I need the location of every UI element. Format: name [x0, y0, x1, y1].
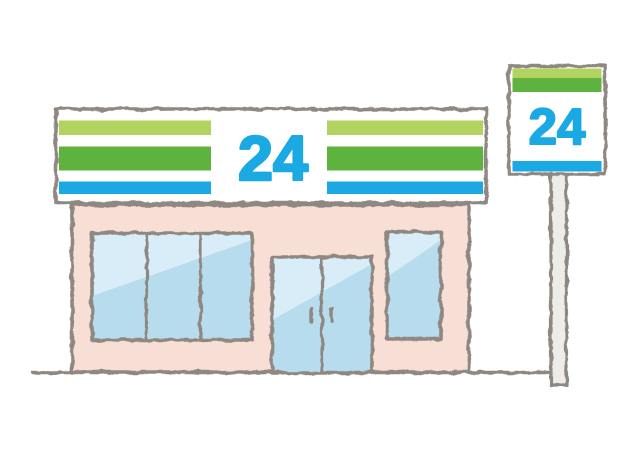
- awning-stripe-blue: [327, 181, 483, 194]
- pole-sign-label: 24: [529, 98, 586, 155]
- window-frame: [90, 231, 254, 342]
- pole-sign-stripe-lightgreen: [512, 68, 602, 78]
- window-glass-shine: [387, 232, 441, 277]
- pole-sign: 24: [507, 64, 607, 176]
- door-frame: [270, 255, 374, 375]
- storefront-window-right: [385, 230, 443, 341]
- pole-sign-stripe-blue: [512, 161, 602, 172]
- sign-pole: [549, 170, 569, 387]
- pole-sign-outline: [507, 64, 607, 176]
- storefront-window-left: [90, 231, 254, 342]
- window-frame: [385, 230, 443, 341]
- awning-stripe-green: [327, 146, 483, 171]
- awning-stripe-lightgreen: [59, 120, 211, 135]
- awning-stripes-right: [327, 120, 483, 194]
- awning-sign-label: 24: [238, 124, 308, 194]
- awning-stripe-green: [59, 146, 211, 171]
- sign-pole-fill: [551, 172, 567, 385]
- awning-stripe-lightgreen: [327, 120, 483, 135]
- window-glass-shine: [92, 233, 252, 296]
- awning-sign: 24: [54, 107, 488, 205]
- awning-stripes-left: [59, 120, 211, 194]
- pole-sign-stripe-green: [512, 78, 602, 92]
- awning-sign-outline: [54, 107, 488, 205]
- awning-stripe-blue: [59, 181, 211, 194]
- entrance-door: [270, 255, 374, 375]
